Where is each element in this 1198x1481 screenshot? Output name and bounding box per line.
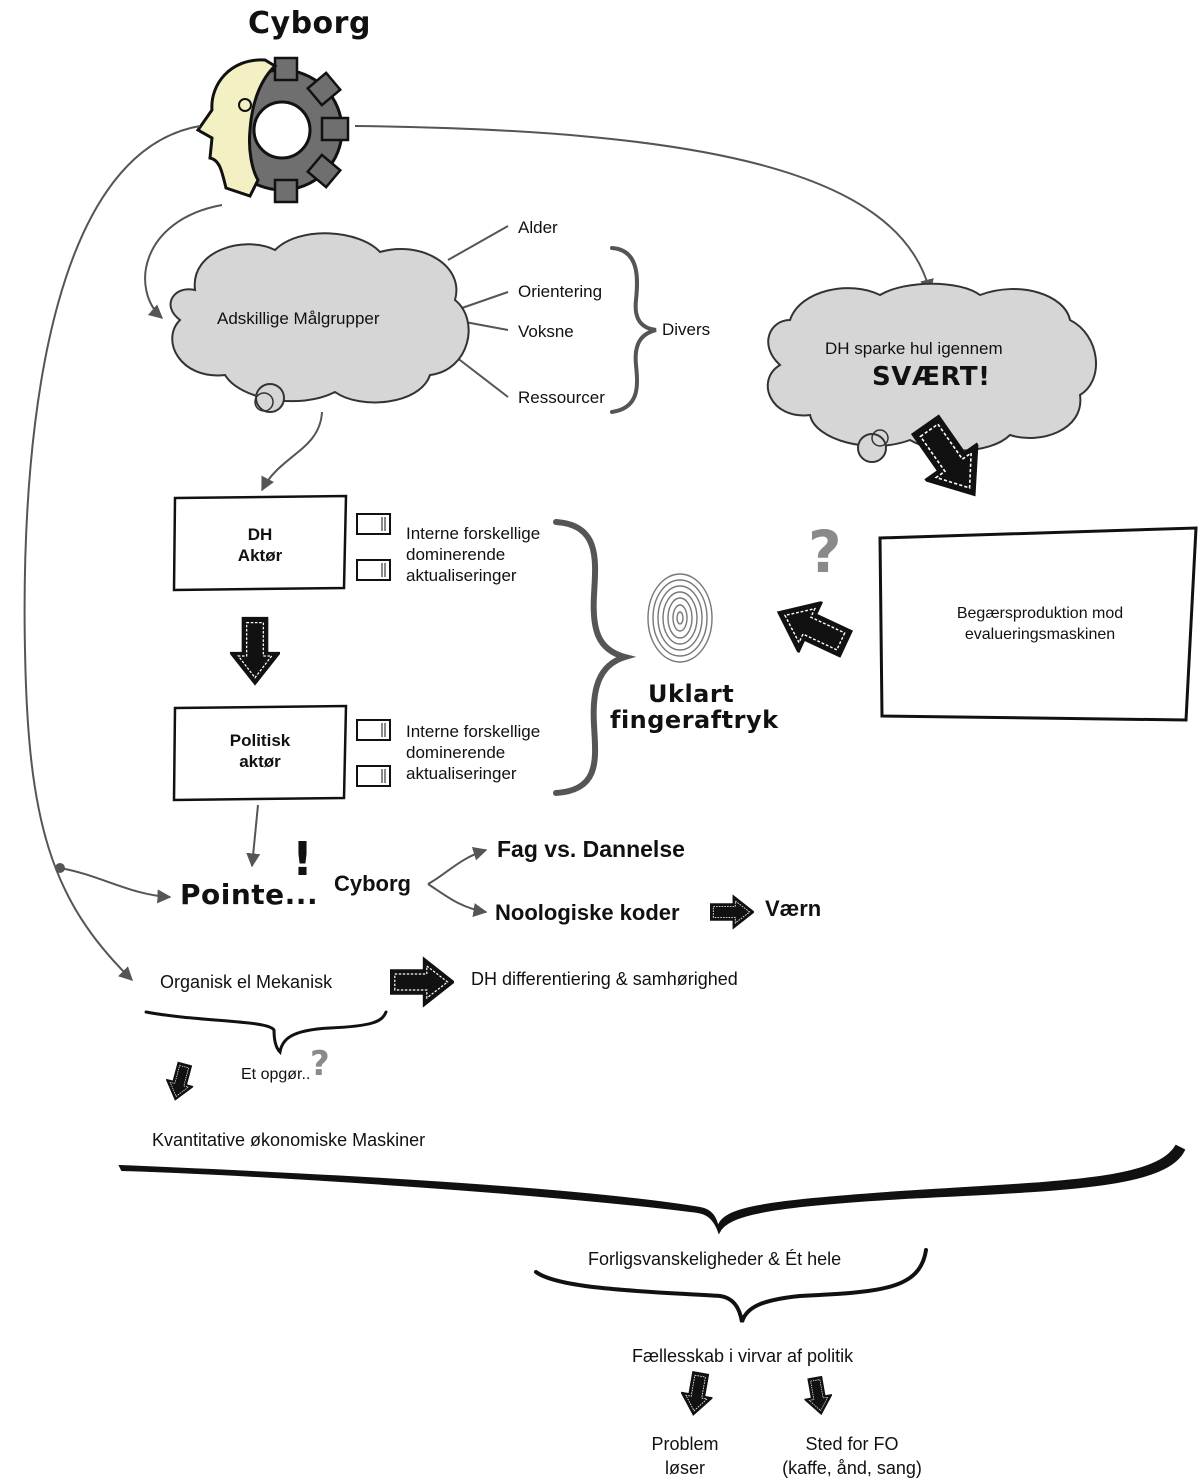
box-right-line2: evalueringsmaskinen: [964, 626, 1116, 643]
sted-line2: (kaffe, ånd, sang): [782, 1458, 922, 1478]
attribute-ressourcer: Ressourcer: [518, 388, 605, 407]
note-politisk-line3: aktualiseringer: [406, 764, 517, 783]
pointe-label: Pointe...: [180, 878, 319, 911]
question-mark-icon: ?: [808, 518, 843, 586]
kvantitative-label: Kvantitative økonomiske Maskiner: [152, 1130, 426, 1150]
problem-line2: løser: [665, 1458, 705, 1478]
box-begaersproduktion: [878, 526, 1198, 722]
box-dh-aktor: [172, 494, 348, 592]
card-icon: [356, 559, 391, 581]
brace-large: [118, 1144, 1186, 1235]
attribute-orientering: Orientering: [518, 282, 603, 301]
box-right-line1: Begærsproduktion mod: [956, 605, 1124, 622]
cloud-right-label: DH sparke hul igennem: [825, 339, 1003, 358]
dh-diff-label: DH differentiering & samhørighed: [471, 969, 738, 989]
arrow-down-icon: [676, 1369, 718, 1419]
junction-dot: [55, 863, 65, 873]
note-dh-line1: Interne forskellige: [406, 524, 541, 543]
fingerprint-caption-line1: Uklart: [648, 680, 735, 708]
note-politisk-line2: dominerende: [406, 743, 506, 762]
brace-actors: [553, 519, 637, 796]
divers-label: Divers: [662, 320, 711, 339]
attribute-alder: Alder: [518, 218, 558, 237]
arrow-right-icon: [390, 957, 454, 1007]
forligs-label: Forligsvanskeligheder & Ét hele: [588, 1249, 842, 1269]
cloud-left: [169, 232, 470, 413]
problem-line1: Problem: [651, 1434, 719, 1454]
vaern-label: Værn: [765, 896, 822, 921]
connector-lines: [23, 125, 934, 981]
arrow-down-icon: [160, 1059, 200, 1105]
small-question-mark-icon: ?: [310, 1044, 331, 1084]
fingerprint-caption-line2: fingeraftryk: [610, 706, 779, 734]
card-icon: [356, 513, 391, 535]
fingerprint-icon: [647, 573, 713, 663]
svaert-label: SVÆRT!: [872, 362, 991, 392]
box-politisk-aktor: [172, 704, 348, 802]
card-icon: [356, 765, 391, 787]
brace-divers: [610, 246, 657, 414]
cyborg-title: Cyborg: [248, 6, 371, 41]
cloud-left-label: Adskillige Målgrupper: [217, 309, 380, 328]
card-icon: [356, 719, 391, 741]
opgor-label: Et opgør..: [241, 1066, 311, 1083]
cyborg-label: Cyborg: [334, 871, 411, 896]
arrow-down-icon: [230, 616, 280, 686]
fag-label: Fag vs. Dannelse: [497, 836, 685, 862]
cloud-right: [766, 282, 1097, 463]
sted-line1: Sted for FO: [805, 1434, 899, 1454]
brace-forligs: [534, 1248, 928, 1323]
arrow-right-icon: [710, 894, 754, 930]
noologiske-label: Noologiske koder: [495, 900, 680, 925]
note-politisk-line1: Interne forskellige: [406, 722, 541, 741]
brace-organisk: [144, 1010, 388, 1056]
box-politisk-line1: Politisk: [229, 731, 291, 750]
cyborg-face-icon: [195, 58, 278, 198]
box-dh-line2: Aktør: [237, 546, 283, 565]
note-dh-line3: aktualiseringer: [406, 566, 517, 585]
arrow-down-icon: [800, 1374, 836, 1418]
organisk-label: Organisk el Mekanisk: [160, 972, 333, 992]
note-dh-line2: dominerende: [406, 545, 506, 564]
exclamation-mark: !: [292, 832, 314, 886]
box-dh-line1: DH: [247, 525, 273, 544]
box-politisk-line2: aktør: [239, 752, 281, 771]
faellesskab-label: Fællesskab i virvar af politik: [632, 1346, 854, 1366]
arrow-left-icon: [764, 585, 860, 671]
attribute-voksne: Voksne: [518, 322, 574, 341]
